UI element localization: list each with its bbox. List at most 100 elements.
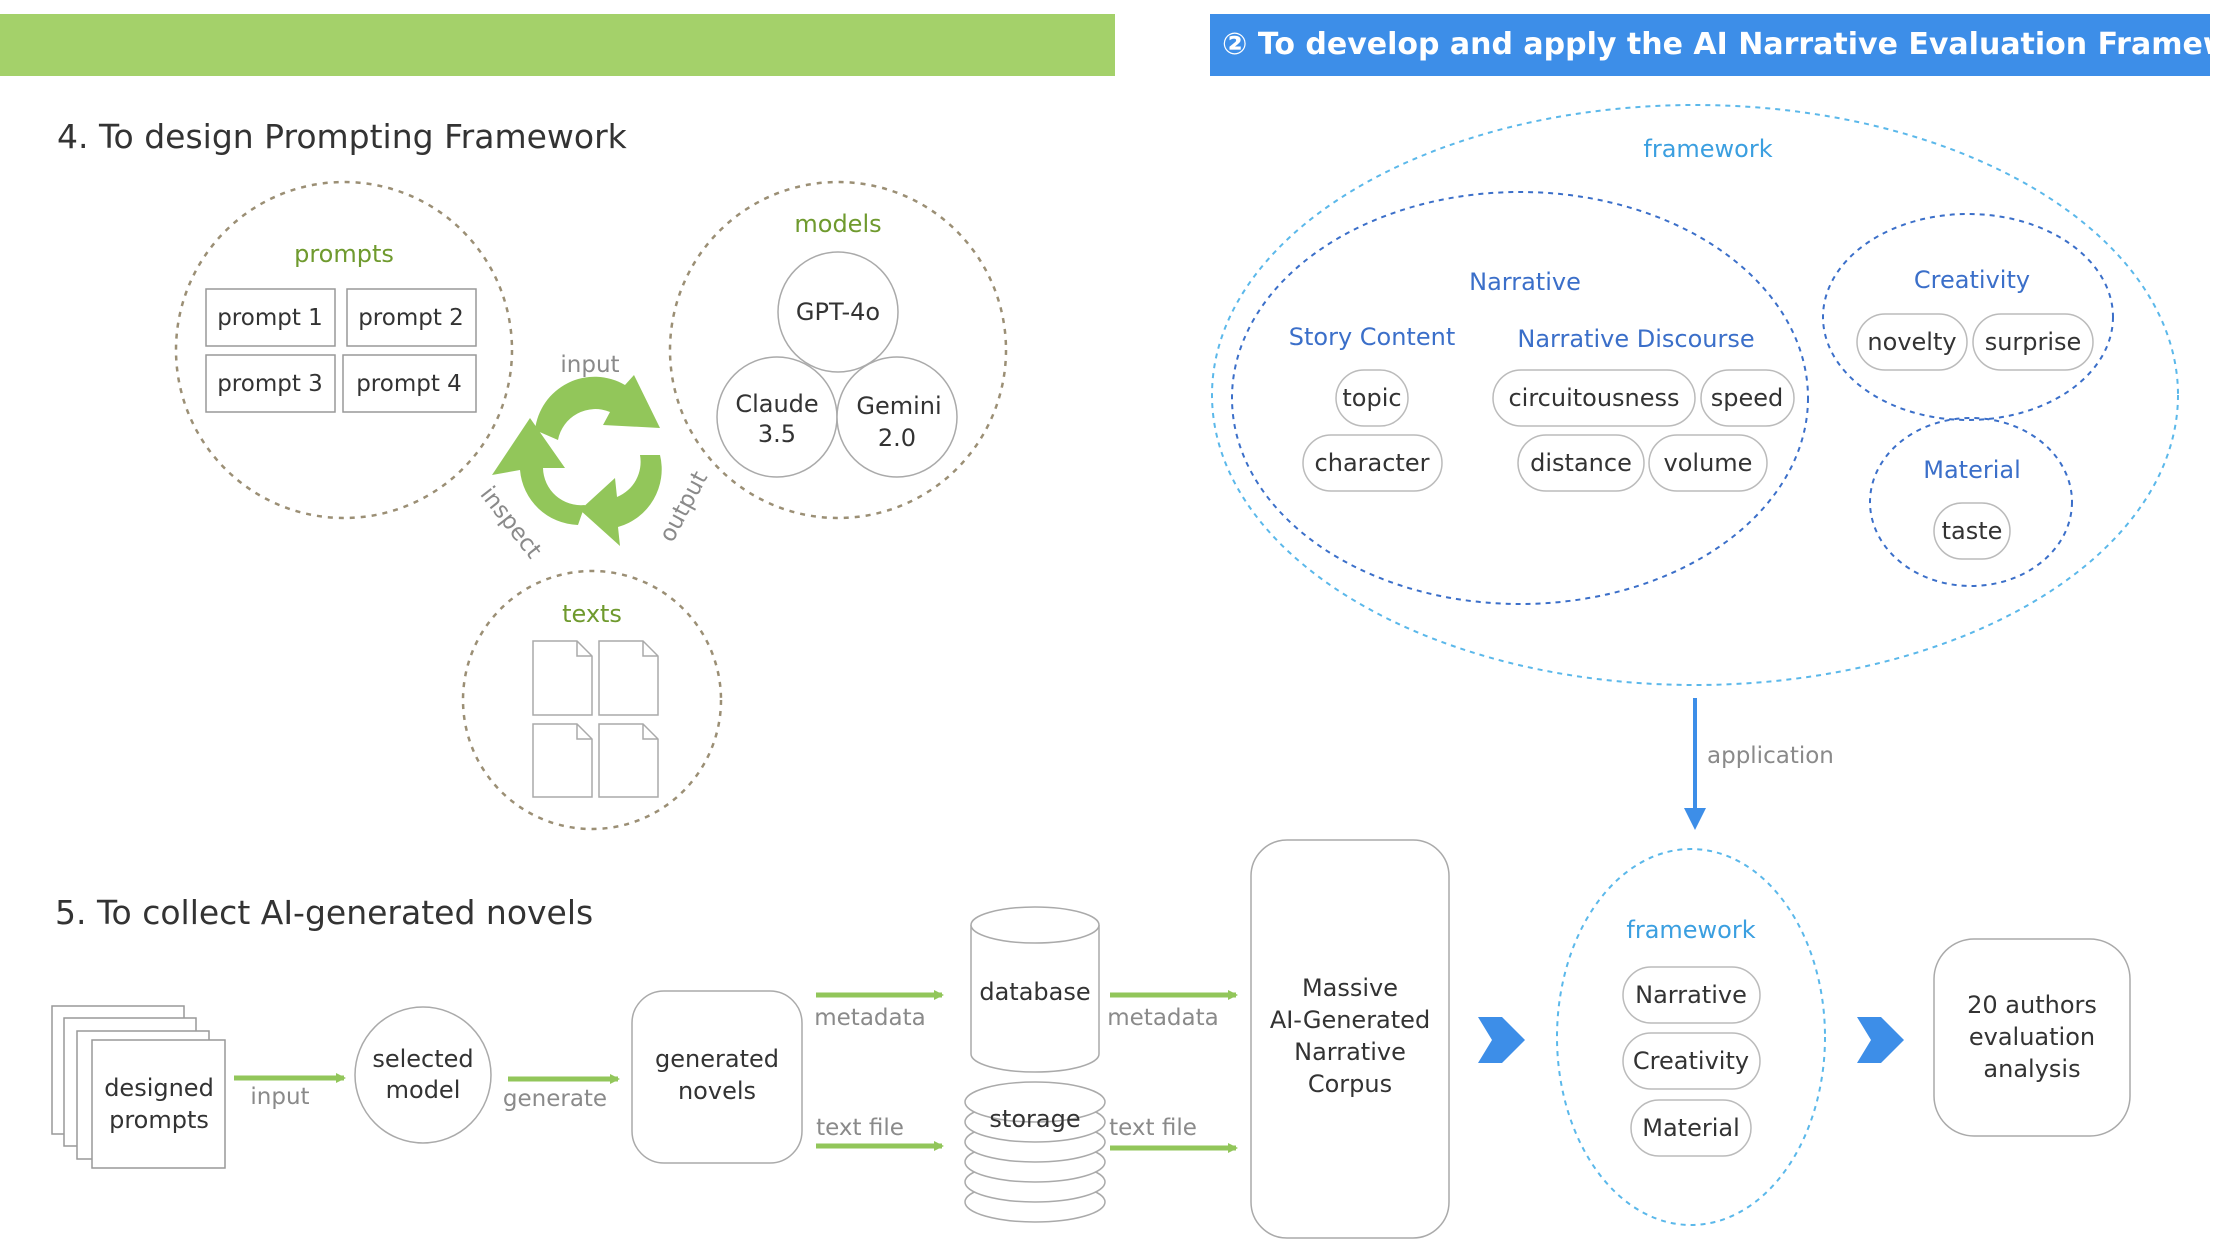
cycle-arrow-input xyxy=(535,375,660,440)
fw-material-pill xyxy=(1630,1099,1752,1157)
gemini-label-1: Gemini xyxy=(856,392,941,420)
selected-model-node xyxy=(354,1006,492,1144)
fw-narrative-pill xyxy=(1622,966,1761,1024)
taste-pill xyxy=(1933,502,2011,560)
authors-3: analysis xyxy=(1983,1055,2080,1083)
metadata-label-left: metadata xyxy=(814,1005,925,1031)
creativity-label: Creativity xyxy=(1914,266,2030,294)
authors-1: 20 authors xyxy=(1967,991,2097,1019)
claude-label-1: Claude xyxy=(735,390,818,418)
narrative-discourse-label: Narrative Discourse xyxy=(1517,325,1754,353)
textfile-label-left: text file xyxy=(816,1115,904,1141)
story-content-label: Story Content xyxy=(1289,323,1455,351)
document-icon xyxy=(532,723,593,798)
speed-pill xyxy=(1700,369,1795,427)
corpus-1: Massive xyxy=(1302,974,1398,1002)
document-icon xyxy=(598,640,659,716)
models-label: models xyxy=(794,210,881,238)
circuitousness-text: circuitousness xyxy=(1508,384,1679,412)
corpus-4: Corpus xyxy=(1308,1070,1392,1098)
prompt-4: prompt 4 xyxy=(356,371,462,397)
volume-text: volume xyxy=(1664,449,1753,477)
designed-prompts-1: designed xyxy=(104,1074,214,1102)
banner-right xyxy=(1210,14,2210,76)
input-label: input xyxy=(250,1084,309,1110)
gpt-node xyxy=(777,251,899,373)
storage-label: storage xyxy=(989,1105,1080,1133)
database-label: database xyxy=(979,978,1090,1006)
topic-pill xyxy=(1335,369,1409,427)
narrative-ellipse xyxy=(1231,191,1809,605)
generated-novels-box xyxy=(631,990,803,1164)
corpus-box xyxy=(1250,839,1450,1239)
authors-box xyxy=(1933,938,2131,1137)
framework-small-label: framework xyxy=(1626,916,1755,944)
topic-text: topic xyxy=(1342,384,1401,412)
selected-model-1: selected xyxy=(372,1045,473,1073)
banner-left xyxy=(0,14,1115,76)
corpus-2: AI-Generated xyxy=(1270,1006,1430,1034)
selected-model-2: model xyxy=(386,1076,461,1104)
distance-pill xyxy=(1517,434,1645,492)
taste-text: taste xyxy=(1942,517,2003,545)
authors-2: evaluation xyxy=(1969,1023,2095,1051)
surprise-pill xyxy=(1972,313,2094,371)
metadata-label-right: metadata xyxy=(1107,1005,1218,1031)
application-label: application xyxy=(1707,743,1834,769)
fw-material-text: Material xyxy=(1642,1114,1740,1142)
prompts-group: prompts prompt 1 prompt 2 prompt 3 promp… xyxy=(174,180,514,520)
character-pill xyxy=(1302,434,1443,492)
cycle-arrow-inspect xyxy=(492,418,585,525)
section5-title: 5. To collect AI-generated novels xyxy=(55,893,593,932)
storage-icon xyxy=(964,1081,1106,1223)
texts-group: texts xyxy=(461,569,723,831)
framework-top-label: framework xyxy=(1643,135,1772,163)
gemini-label-2: 2.0 xyxy=(878,424,916,452)
corpus-3: Narrative xyxy=(1294,1038,1406,1066)
database-icon xyxy=(970,906,1100,1073)
models-group: models GPT-4o Claude 3.5 Gemini 2.0 xyxy=(668,180,1008,520)
material-ellipse xyxy=(1869,417,2073,587)
fw-creativity-pill xyxy=(1622,1032,1761,1090)
creativity-ellipse xyxy=(1822,213,2114,421)
novelty-text: novelty xyxy=(1867,328,1956,356)
claude-label-2: 3.5 xyxy=(758,420,796,448)
prompt-4-box xyxy=(342,354,477,413)
document-icon xyxy=(598,723,659,798)
generate-label: generate xyxy=(503,1086,607,1112)
fw-creativity-text: Creativity xyxy=(1633,1047,1749,1075)
chevron-arrow-icon xyxy=(1857,1017,1904,1063)
novelty-pill xyxy=(1856,313,1968,371)
designed-prompts-stack: designed prompts xyxy=(51,1005,226,1169)
banner-right-title: ② To develop and apply the AI Narrative … xyxy=(1222,27,2214,62)
document-icon xyxy=(532,640,593,716)
gemini-node xyxy=(836,356,958,478)
gpt-label: GPT-4o xyxy=(796,298,880,326)
cycle-output-label: output xyxy=(655,467,714,546)
generated-novels-2: novels xyxy=(678,1077,756,1105)
cycle-arrow-output xyxy=(580,455,662,546)
prompt-2-box xyxy=(346,288,477,347)
speed-text: speed xyxy=(1711,384,1784,412)
character-text: character xyxy=(1315,449,1430,477)
framework-small: framework Narrative Creativity Material xyxy=(1556,848,1826,1226)
generated-novels-1: generated xyxy=(655,1045,779,1073)
circuitousness-pill xyxy=(1492,369,1696,427)
framework-top: framework Narrative Story Content Narrat… xyxy=(1211,104,2179,686)
texts-label: texts xyxy=(562,600,622,628)
prompt-3-box xyxy=(205,354,336,413)
prompt-3: prompt 3 xyxy=(217,371,323,397)
prompts-label: prompts xyxy=(294,240,394,268)
section4-title: 4. To design Prompting Framework xyxy=(57,117,628,156)
prompt-1-box xyxy=(205,288,336,347)
prompt-2: prompt 2 xyxy=(358,305,464,331)
designed-prompts-2: prompts xyxy=(109,1106,209,1134)
textfile-label-right: text file xyxy=(1109,1115,1197,1141)
narrative-label: Narrative xyxy=(1469,268,1581,296)
chevron-arrow-icon xyxy=(1478,1017,1525,1063)
prompt-1: prompt 1 xyxy=(217,305,323,331)
volume-pill xyxy=(1648,434,1768,492)
cycle-arrows: input output inspect xyxy=(475,352,714,564)
